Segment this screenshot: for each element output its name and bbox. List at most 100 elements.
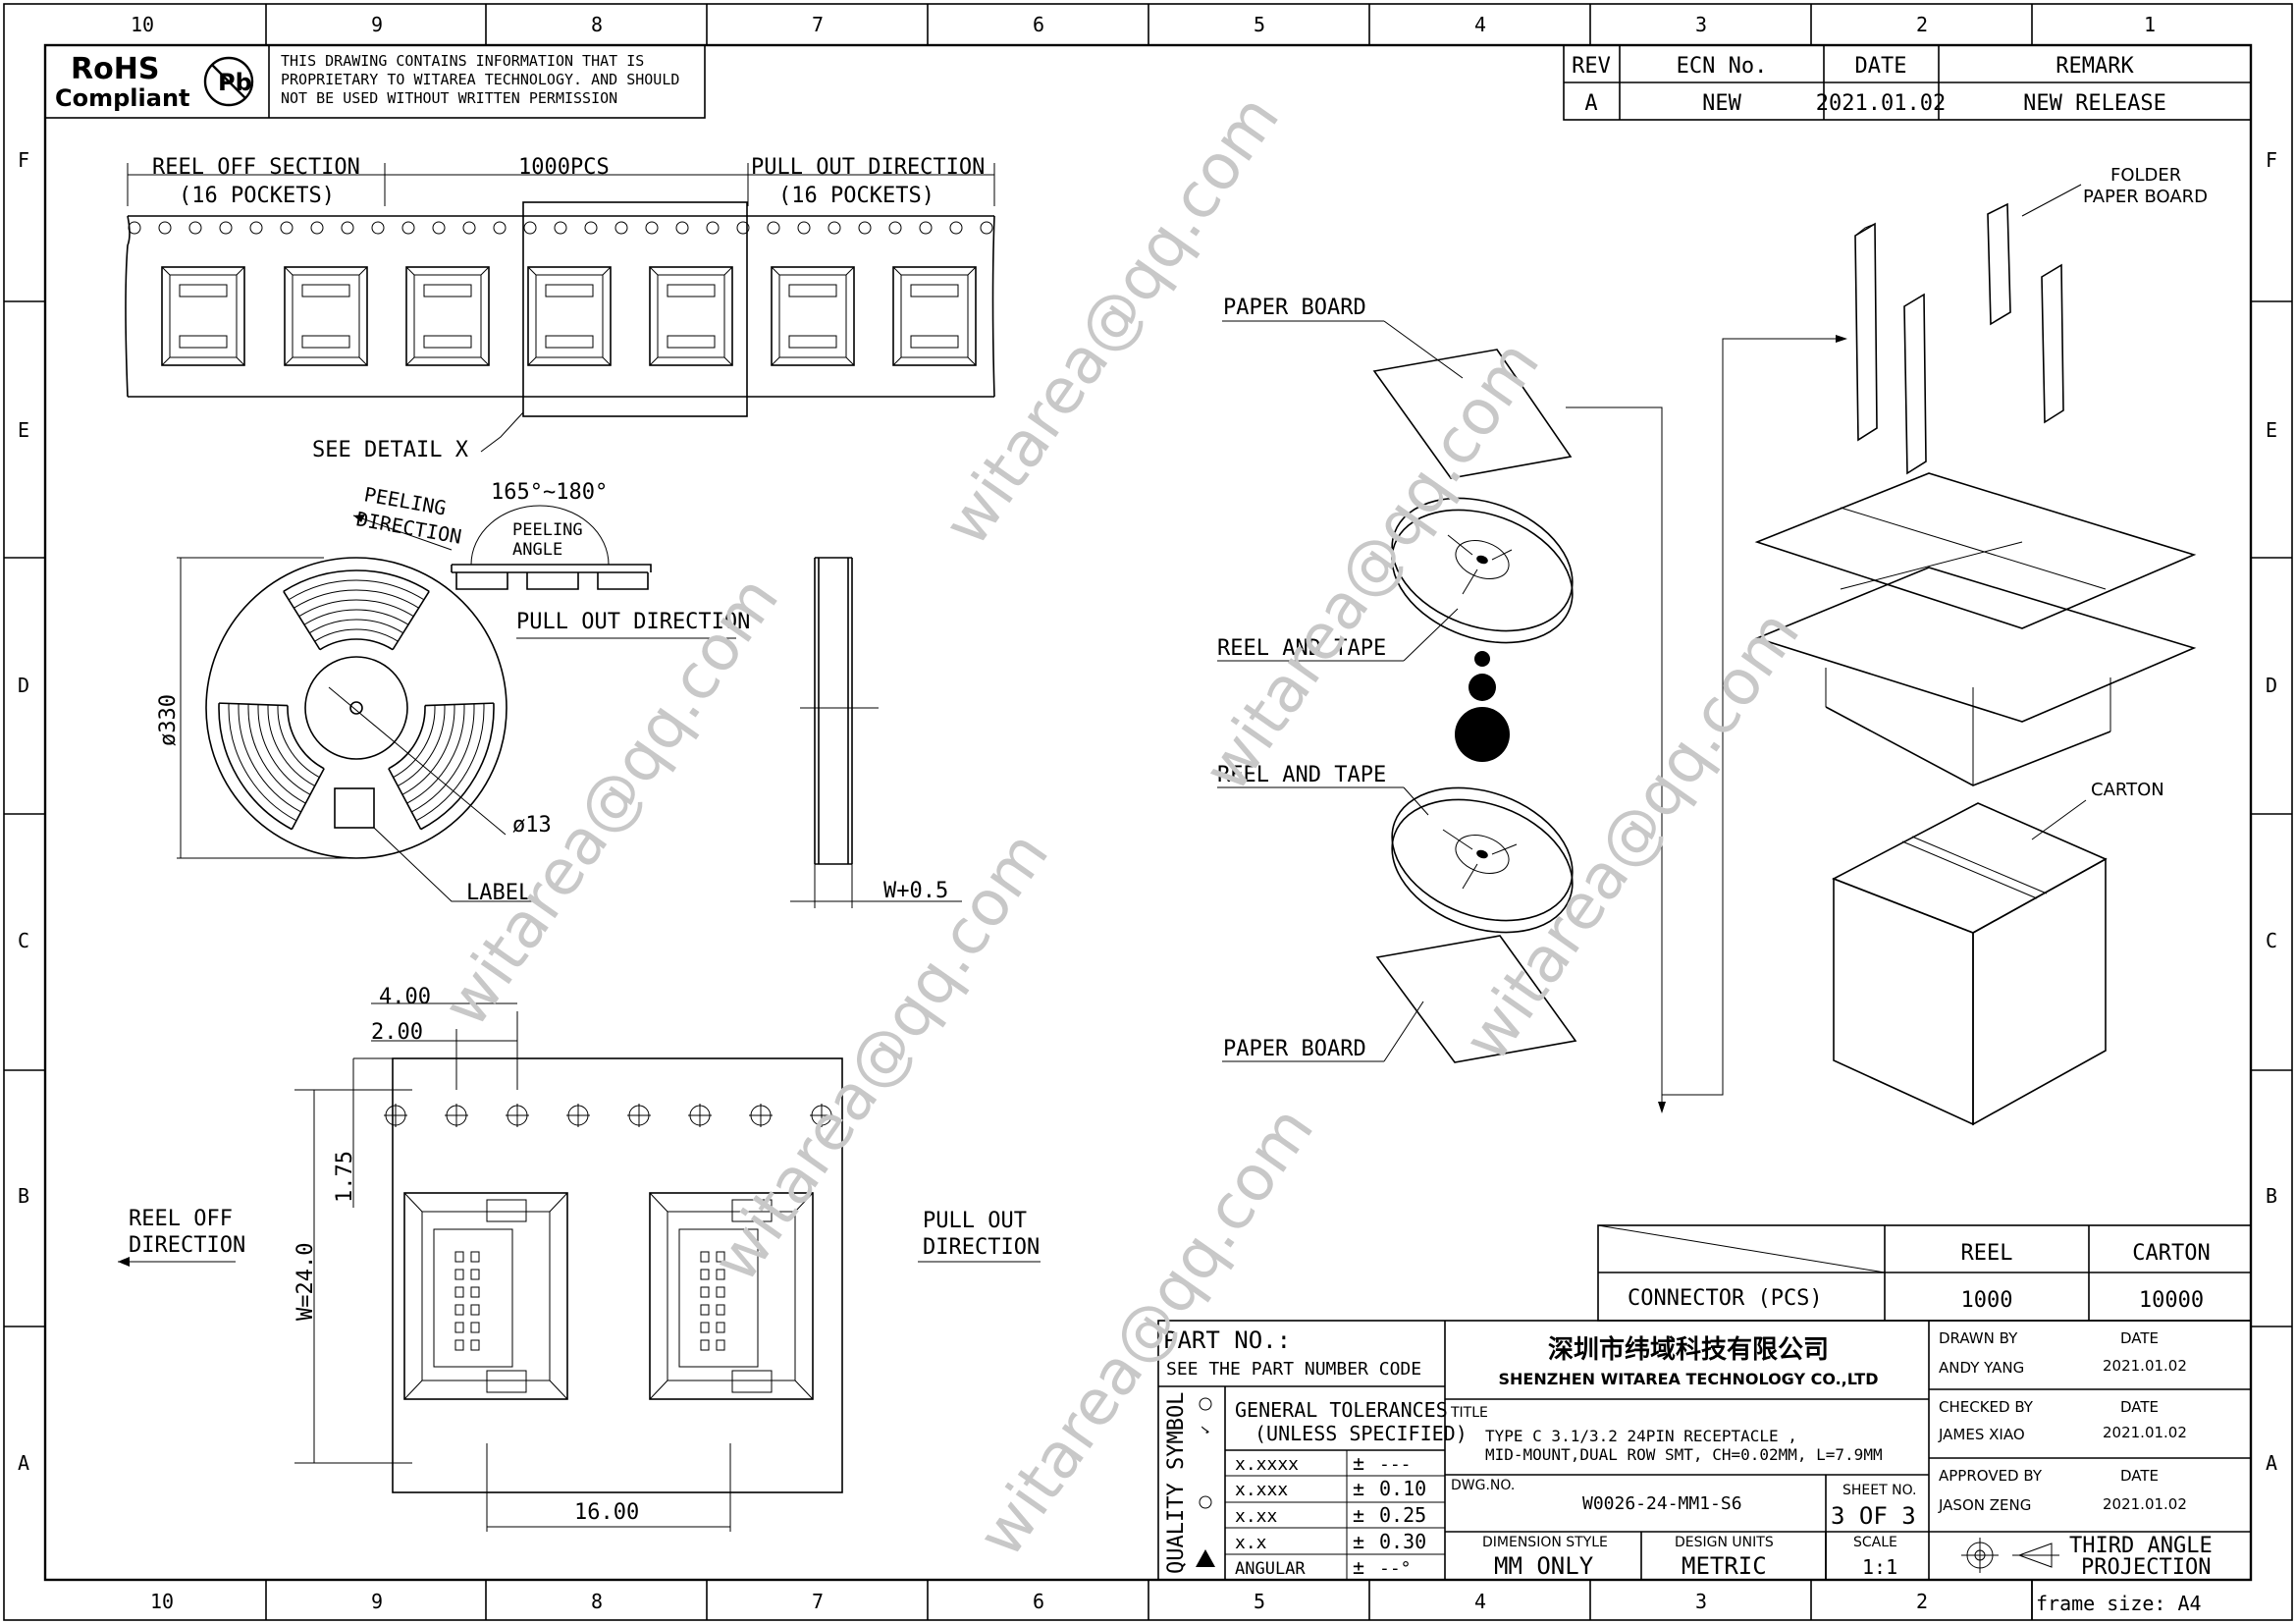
- reel-window: [218, 702, 325, 831]
- peeling-angle-label: ANGLE: [512, 540, 562, 560]
- edge-175-label: 1.75: [333, 1151, 357, 1203]
- detail-pocket: [649, 1192, 814, 1400]
- col-label-bottom: 2: [1916, 1590, 1928, 1613]
- tol-format: x.xxxx: [1235, 1454, 1299, 1475]
- col-label-bottom: 6: [1033, 1590, 1044, 1613]
- quantity-table: REEL CARTON CONNECTOR (PCS) 1000 10000: [1597, 1224, 2252, 1322]
- col-label-top: 3: [1695, 13, 1707, 36]
- watermark-text: witarea@qq.com: [429, 564, 792, 1040]
- tol-value: 0.10: [1379, 1477, 1426, 1500]
- part-code-text: SEE THE PART NUMBER CODE: [1166, 1359, 1421, 1380]
- rev-value: A: [1584, 91, 1597, 116]
- revision-table: REV ECN No. DATE REMARK A NEW 2021.01.02…: [1563, 44, 2252, 121]
- detail-sprocket-holes: [384, 1104, 833, 1127]
- pocket: [649, 266, 733, 366]
- title-block: PART NO.: SEE THE PART NUMBER CODE 深圳市纬域…: [1157, 1320, 2252, 1581]
- row-label-left: A: [18, 1451, 29, 1475]
- rev-header: REV: [1572, 54, 1611, 79]
- dwg-no-label: DWG.NO.: [1451, 1478, 1515, 1493]
- pb-text: Pb: [218, 69, 252, 96]
- pitch-4-label: 4.00: [379, 985, 431, 1009]
- checked-date-label: DATE: [2120, 1398, 2159, 1416]
- dwg-no: W0026-24-MM1-S6: [1582, 1493, 1742, 1514]
- title-label: TITLE: [1450, 1405, 1488, 1421]
- dot: [1468, 674, 1496, 701]
- carton-qty: 10000: [2139, 1288, 2204, 1313]
- row-label-left: E: [18, 418, 29, 442]
- notice-line: PROPRIETARY TO WITAREA TECHNOLOGY. AND S…: [281, 71, 679, 88]
- col-label-top: 9: [371, 13, 383, 36]
- sprocket-hole: [249, 221, 263, 235]
- scale-label: SCALE: [1853, 1535, 1897, 1550]
- sprocket-hole: [888, 221, 902, 235]
- checked-by-name: JAMES XIAO: [1938, 1426, 2025, 1443]
- svg-text:±: ±: [1353, 1555, 1364, 1579]
- projection-label: THIRD ANGLE: [2069, 1534, 2213, 1558]
- title-line: TYPE C 3.1/3.2 24PIN RECEPTACLE ,: [1485, 1427, 1797, 1445]
- quality-symbols: ✓: [1196, 1397, 1215, 1567]
- svg-text:±: ±: [1353, 1530, 1364, 1553]
- col-label-top: 1: [2144, 13, 2156, 36]
- sprocket-hole: [554, 221, 567, 235]
- tape-width-label: W=24.0: [294, 1243, 318, 1321]
- rohs-text: RoHS: [71, 52, 159, 86]
- reel-header: REEL: [1961, 1241, 2013, 1266]
- drawn-date: 2021.01.02: [2103, 1357, 2187, 1375]
- pocket: [527, 266, 612, 366]
- pocket: [405, 266, 490, 366]
- remark-value: NEW RELEASE: [2023, 91, 2166, 116]
- row-label-left: C: [18, 929, 29, 952]
- pitch-16-label: 16.00: [574, 1500, 639, 1525]
- pocket: [892, 266, 977, 366]
- row-label-right: F: [2266, 148, 2277, 172]
- detail-hole: [627, 1104, 651, 1127]
- row-label-right: B: [2266, 1184, 2277, 1208]
- col-label-top: 4: [1474, 13, 1486, 36]
- row-label-right: E: [2266, 418, 2277, 442]
- pull-out-direction-label: PULL OUT DIRECTION: [751, 155, 985, 180]
- detail-hole: [445, 1104, 468, 1127]
- sprocket-hole: [919, 221, 933, 235]
- col-label-top: 10: [131, 13, 154, 36]
- reel-off-direction: DIRECTION: [129, 1233, 245, 1258]
- part-no-label: PART NO.:: [1163, 1326, 1291, 1354]
- tol-value: ---: [1379, 1454, 1412, 1475]
- sprocket-hole: [310, 221, 324, 235]
- dim-style-label: DIMENSION STYLE: [1482, 1535, 1608, 1550]
- row-label-right: C: [2266, 929, 2277, 952]
- sprocket-hole: [158, 221, 172, 235]
- col-label-bottom: 5: [1254, 1590, 1265, 1613]
- remark-header: REMARK: [2056, 54, 2134, 79]
- col-label-top: 8: [591, 13, 603, 36]
- packing-exploded-view: PAPER BOARD REEL AND TAPE REEL AND TAPE: [1217, 165, 2208, 1126]
- paper-board-bottom-label: PAPER BOARD: [1223, 1037, 1366, 1061]
- sprocket-hole: [797, 221, 811, 235]
- sprocket-hole: [980, 221, 993, 235]
- sprocket-hole: [462, 221, 476, 235]
- reel-spokes: [218, 569, 495, 831]
- col-label-bottom: 4: [1474, 1590, 1486, 1613]
- ecn-value: NEW: [1702, 91, 1741, 116]
- company-cn: 深圳市纬域科技有限公司: [1548, 1334, 1829, 1365]
- col-label-bottom: 7: [812, 1590, 824, 1613]
- drawn-date-label: DATE: [2120, 1329, 2159, 1347]
- tol-value: 0.30: [1379, 1530, 1426, 1553]
- sprocket-hole: [280, 221, 294, 235]
- svg-text:±: ±: [1353, 1477, 1364, 1500]
- approved-by-name: JASON ZENG: [1938, 1496, 2031, 1514]
- sprocket-hole: [401, 221, 415, 235]
- dot: [1455, 707, 1510, 762]
- sheet-label: SHEET NO.: [1842, 1483, 1916, 1498]
- row-label-right: A: [2266, 1451, 2277, 1475]
- sprocket-hole: [432, 221, 446, 235]
- watermark-text: witarea@qq.com: [1450, 598, 1813, 1074]
- unless-specified: (UNLESS SPECIFIED): [1255, 1422, 1468, 1445]
- third-angle-projection-icon: [1961, 1538, 2059, 1573]
- reel-width-label: W+0.5: [883, 879, 948, 903]
- rohs-header: RoHS Compliant Pb THIS DRAWING CONTAINS …: [44, 44, 706, 119]
- pocket: [284, 266, 368, 366]
- quality-symbol-label: QUALITY SYMBOL: [1164, 1392, 1189, 1574]
- carton-label: CARTON: [2091, 780, 2164, 800]
- col-label-top: 2: [1916, 13, 1928, 36]
